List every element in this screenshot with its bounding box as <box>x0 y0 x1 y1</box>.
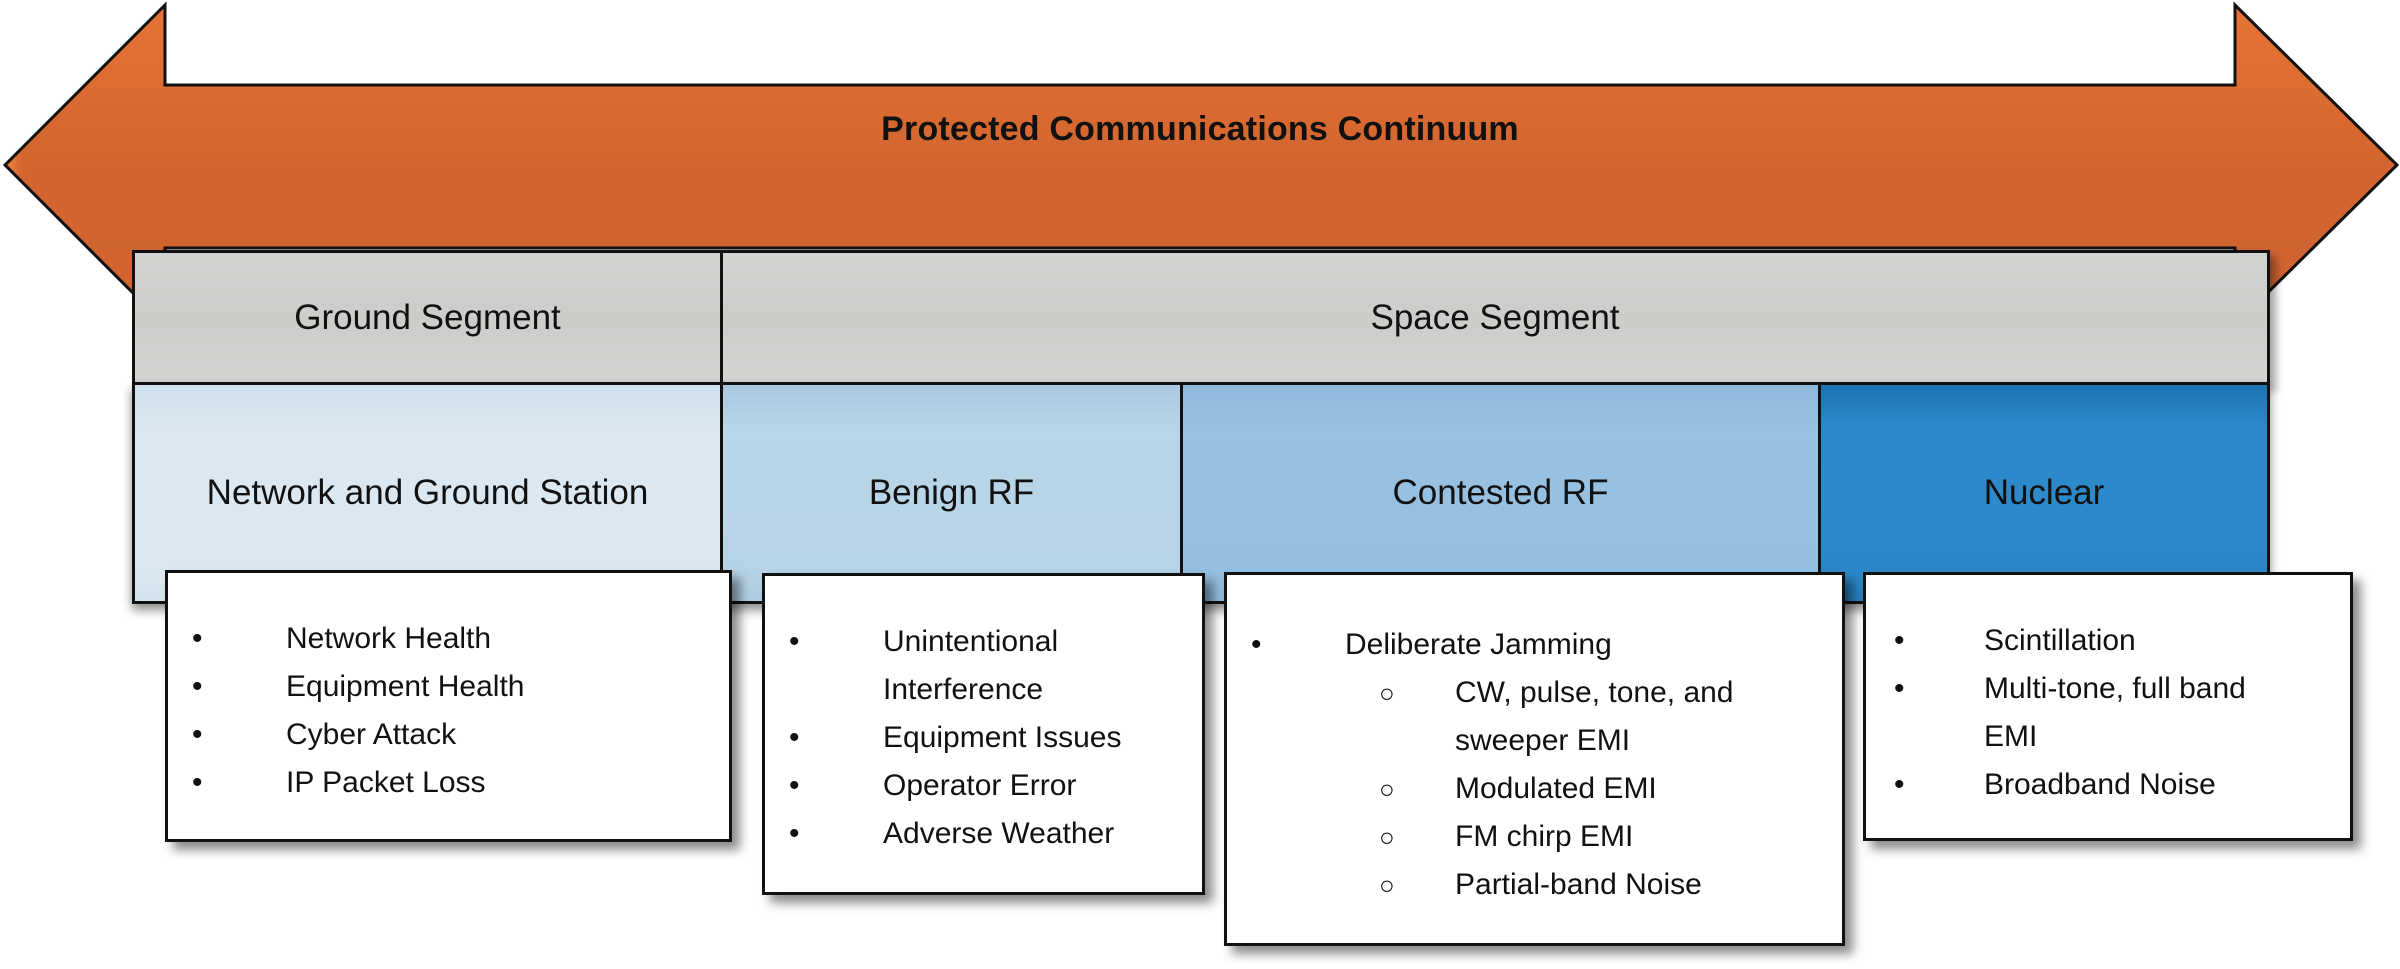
hollow-bullet-icon: ○ <box>1379 870 1395 900</box>
network-threats-box: •Network Health •Equipment Health •Cyber… <box>165 570 732 842</box>
category-network-ground-station: Network and Ground Station <box>132 382 723 604</box>
sub-list-item: ○CW, pulse, tone, and sweeper EMI <box>1227 669 1842 765</box>
bullet-icon: • <box>192 718 203 751</box>
network-threats-list: •Network Health •Equipment Health •Cyber… <box>168 615 729 807</box>
bullet-icon: • <box>192 622 203 655</box>
contested-rf-threats-box: •Deliberate Jamming ○CW, pulse, tone, an… <box>1224 572 1845 946</box>
hollow-bullet-icon: ○ <box>1379 678 1395 708</box>
sub-list-item: ○Modulated EMI <box>1227 765 1842 813</box>
hollow-bullet-icon: ○ <box>1379 822 1395 852</box>
space-segment-header: Space Segment <box>720 250 2270 385</box>
bullet-icon: • <box>789 721 800 754</box>
list-item: •Unintentional Interference <box>765 618 1202 714</box>
list-item: •Adverse Weather <box>765 810 1202 858</box>
benign-rf-threats-box: •Unintentional Interference •Equipment I… <box>762 573 1205 895</box>
bullet-icon: • <box>1894 624 1905 657</box>
space-segment-label: Space Segment <box>1370 297 1620 337</box>
ground-segment-label: Ground Segment <box>294 297 561 337</box>
bullet-icon: • <box>789 625 800 658</box>
benign-rf-threats-list: •Unintentional Interference •Equipment I… <box>765 618 1202 858</box>
list-item: •Scintillation <box>1866 617 2350 665</box>
list-item: •Equipment Issues <box>765 714 1202 762</box>
bullet-icon: • <box>192 670 203 703</box>
contested-rf-threats-list: •Deliberate Jamming ○CW, pulse, tone, an… <box>1227 621 1842 909</box>
bullet-icon: • <box>192 766 203 799</box>
list-item: •Cyber Attack <box>168 711 729 759</box>
category-label: Benign RF <box>868 473 1035 512</box>
list-item: •IP Packet Loss <box>168 759 729 807</box>
list-item: •Network Health <box>168 615 729 663</box>
list-item: •Deliberate Jamming <box>1227 621 1842 669</box>
arrow-left-tip-highlight <box>8 8 165 300</box>
list-item: •Broadband Noise <box>1866 761 2350 809</box>
category-nuclear: Nuclear <box>1818 382 2270 604</box>
sub-list-item: ○Partial-band Noise <box>1227 861 1842 909</box>
nuclear-threats-list: •Scintillation •Multi-tone, full band EM… <box>1866 617 2350 809</box>
category-label: Contested RF <box>1392 473 1609 512</box>
bullet-icon: • <box>1894 768 1905 801</box>
list-item: •Operator Error <box>765 762 1202 810</box>
ground-segment-header: Ground Segment <box>132 250 723 385</box>
arrow-title: Protected Communications Continuum <box>881 110 1519 148</box>
list-item: •Multi-tone, full band EMI <box>1866 665 2350 761</box>
nuclear-threats-box: •Scintillation •Multi-tone, full band EM… <box>1863 572 2353 841</box>
bullet-icon: • <box>1251 628 1262 661</box>
category-benign-rf: Benign RF <box>720 382 1183 604</box>
category-label: Nuclear <box>1983 473 2105 512</box>
sub-list-item: ○FM chirp EMI <box>1227 813 1842 861</box>
bullet-icon: • <box>789 769 800 802</box>
bullet-icon: • <box>1894 672 1905 705</box>
category-label: Network and Ground Station <box>206 473 649 512</box>
bullet-icon: • <box>789 817 800 850</box>
hollow-bullet-icon: ○ <box>1379 774 1395 804</box>
category-contested-rf: Contested RF <box>1180 382 1821 604</box>
list-item: •Equipment Health <box>168 663 729 711</box>
